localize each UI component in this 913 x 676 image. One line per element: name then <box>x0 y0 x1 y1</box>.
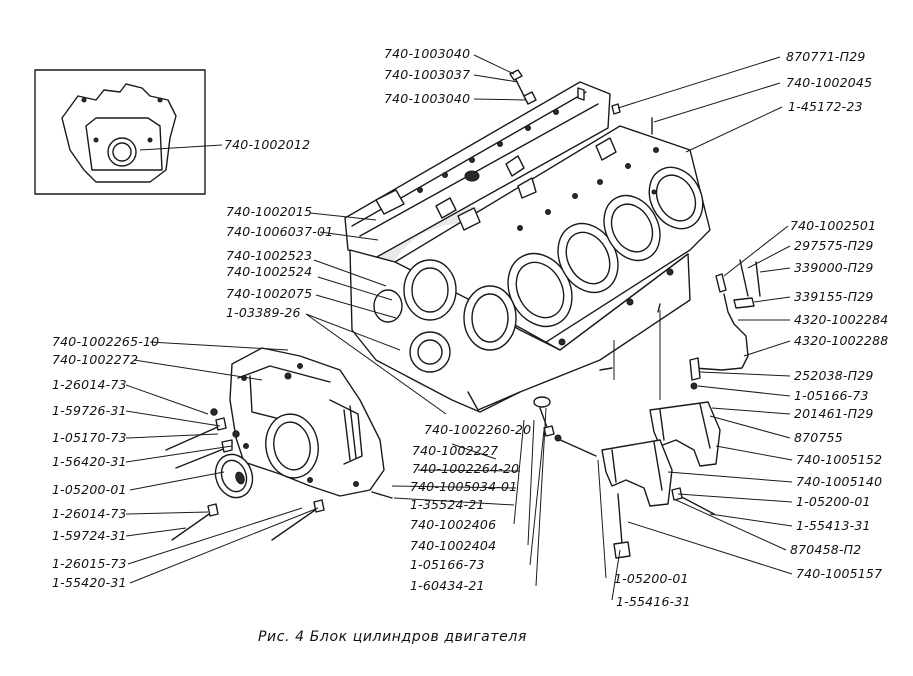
label-right-4: 339155-П29 <box>794 289 874 304</box>
inset-view <box>34 69 223 195</box>
label-housing-1: 740-1002265-10 <box>52 334 159 349</box>
label-center-1: 740-1002260-20 <box>424 422 531 437</box>
label-left-2: 740-1006037-01 <box>226 224 333 239</box>
leader-lines <box>125 54 793 601</box>
label-right-5: 4320-1002284 <box>794 312 888 327</box>
label-housing-10: 1-26015-73 <box>52 556 127 571</box>
top-fasteners <box>509 69 653 135</box>
label-housing-7: 1-05200-01 <box>52 482 127 497</box>
label-housing-6: 1-56420-31 <box>52 454 127 469</box>
label-right-11: 740-1005152 <box>796 452 882 467</box>
label-center-8: 1-05166-73 <box>410 557 485 572</box>
center-fasteners <box>533 396 597 457</box>
label-inset-part: 740-1002012 <box>224 137 310 152</box>
label-right-1: 740-1002501 <box>790 218 876 233</box>
label-center-7: 740-1002404 <box>410 538 496 553</box>
label-right-6: 4320-1002288 <box>794 333 888 348</box>
label-housing-9: 1-59724-31 <box>52 528 127 543</box>
label-right-16: 740-1005157 <box>796 566 882 581</box>
cylinder-bores <box>373 166 704 373</box>
label-top-bolt-b: 740-1003040 <box>384 91 470 106</box>
label-left-3: 740-1002523 <box>226 248 312 263</box>
label-center-4: 740-1005034-01 <box>410 479 517 494</box>
label-right-8: 1-05166-73 <box>794 388 869 403</box>
label-housing-8: 1-26014-73 <box>52 506 127 521</box>
label-center-6: 740-1002406 <box>410 517 496 532</box>
label-right-12: 740-1005140 <box>796 474 882 489</box>
figure-caption: Рис. 4 Блок цилиндров двигателя <box>258 629 527 645</box>
label-top-bolt-a: 740-1003040 <box>384 46 470 61</box>
label-bottom-2: 1-55416-31 <box>616 594 691 609</box>
label-center-2: 740-1002227 <box>412 443 498 458</box>
label-left-6: 1-03389-26 <box>226 305 301 320</box>
label-housing-4: 1-59726-31 <box>52 403 127 418</box>
label-right-9: 201461-П29 <box>794 406 874 421</box>
callout-labels: 740-1002012 740-1003040 740-1003037 740-… <box>52 46 888 609</box>
label-center-5: 1-35524-21 <box>410 497 485 512</box>
oil-pipe-assembly <box>689 259 761 419</box>
label-top-dowel: 1-45172-23 <box>788 99 863 114</box>
label-top-washer: 740-1003037 <box>384 67 470 82</box>
label-bottom-1: 1-05200-01 <box>614 571 689 586</box>
label-center-3: 740-1002264-20 <box>412 461 519 476</box>
label-right-15: 870458-П2 <box>790 542 861 557</box>
label-top-stud: 740-1002045 <box>786 75 872 90</box>
front-housing <box>165 347 393 541</box>
label-housing-5: 1-05170-73 <box>52 430 127 445</box>
label-center-9: 1-60434-21 <box>410 578 485 593</box>
label-left-5: 740-1002075 <box>226 286 312 301</box>
block-bolt-holes <box>417 109 674 346</box>
cylinder-block <box>344 81 711 413</box>
label-right-13: 1-05200-01 <box>796 494 871 509</box>
label-top-pin: 870771-П29 <box>786 49 866 64</box>
label-left-1: 740-1002015 <box>226 204 312 219</box>
housing-bolts <box>165 408 393 541</box>
label-right-10: 870755 <box>794 430 843 445</box>
front-oil-seal <box>214 453 254 499</box>
bearing-caps <box>601 401 721 559</box>
label-right-2: 297575-П29 <box>794 238 874 253</box>
label-right-3: 339000-П29 <box>794 260 874 275</box>
label-left-4: 740-1002524 <box>226 264 312 279</box>
label-housing-2: 740-1002272 <box>52 352 138 367</box>
label-housing-11: 1-55420-31 <box>52 575 127 590</box>
label-right-7: 252038-П29 <box>794 368 874 383</box>
label-right-14: 1-55413-31 <box>796 518 871 533</box>
label-housing-3: 1-26014-73 <box>52 377 127 392</box>
